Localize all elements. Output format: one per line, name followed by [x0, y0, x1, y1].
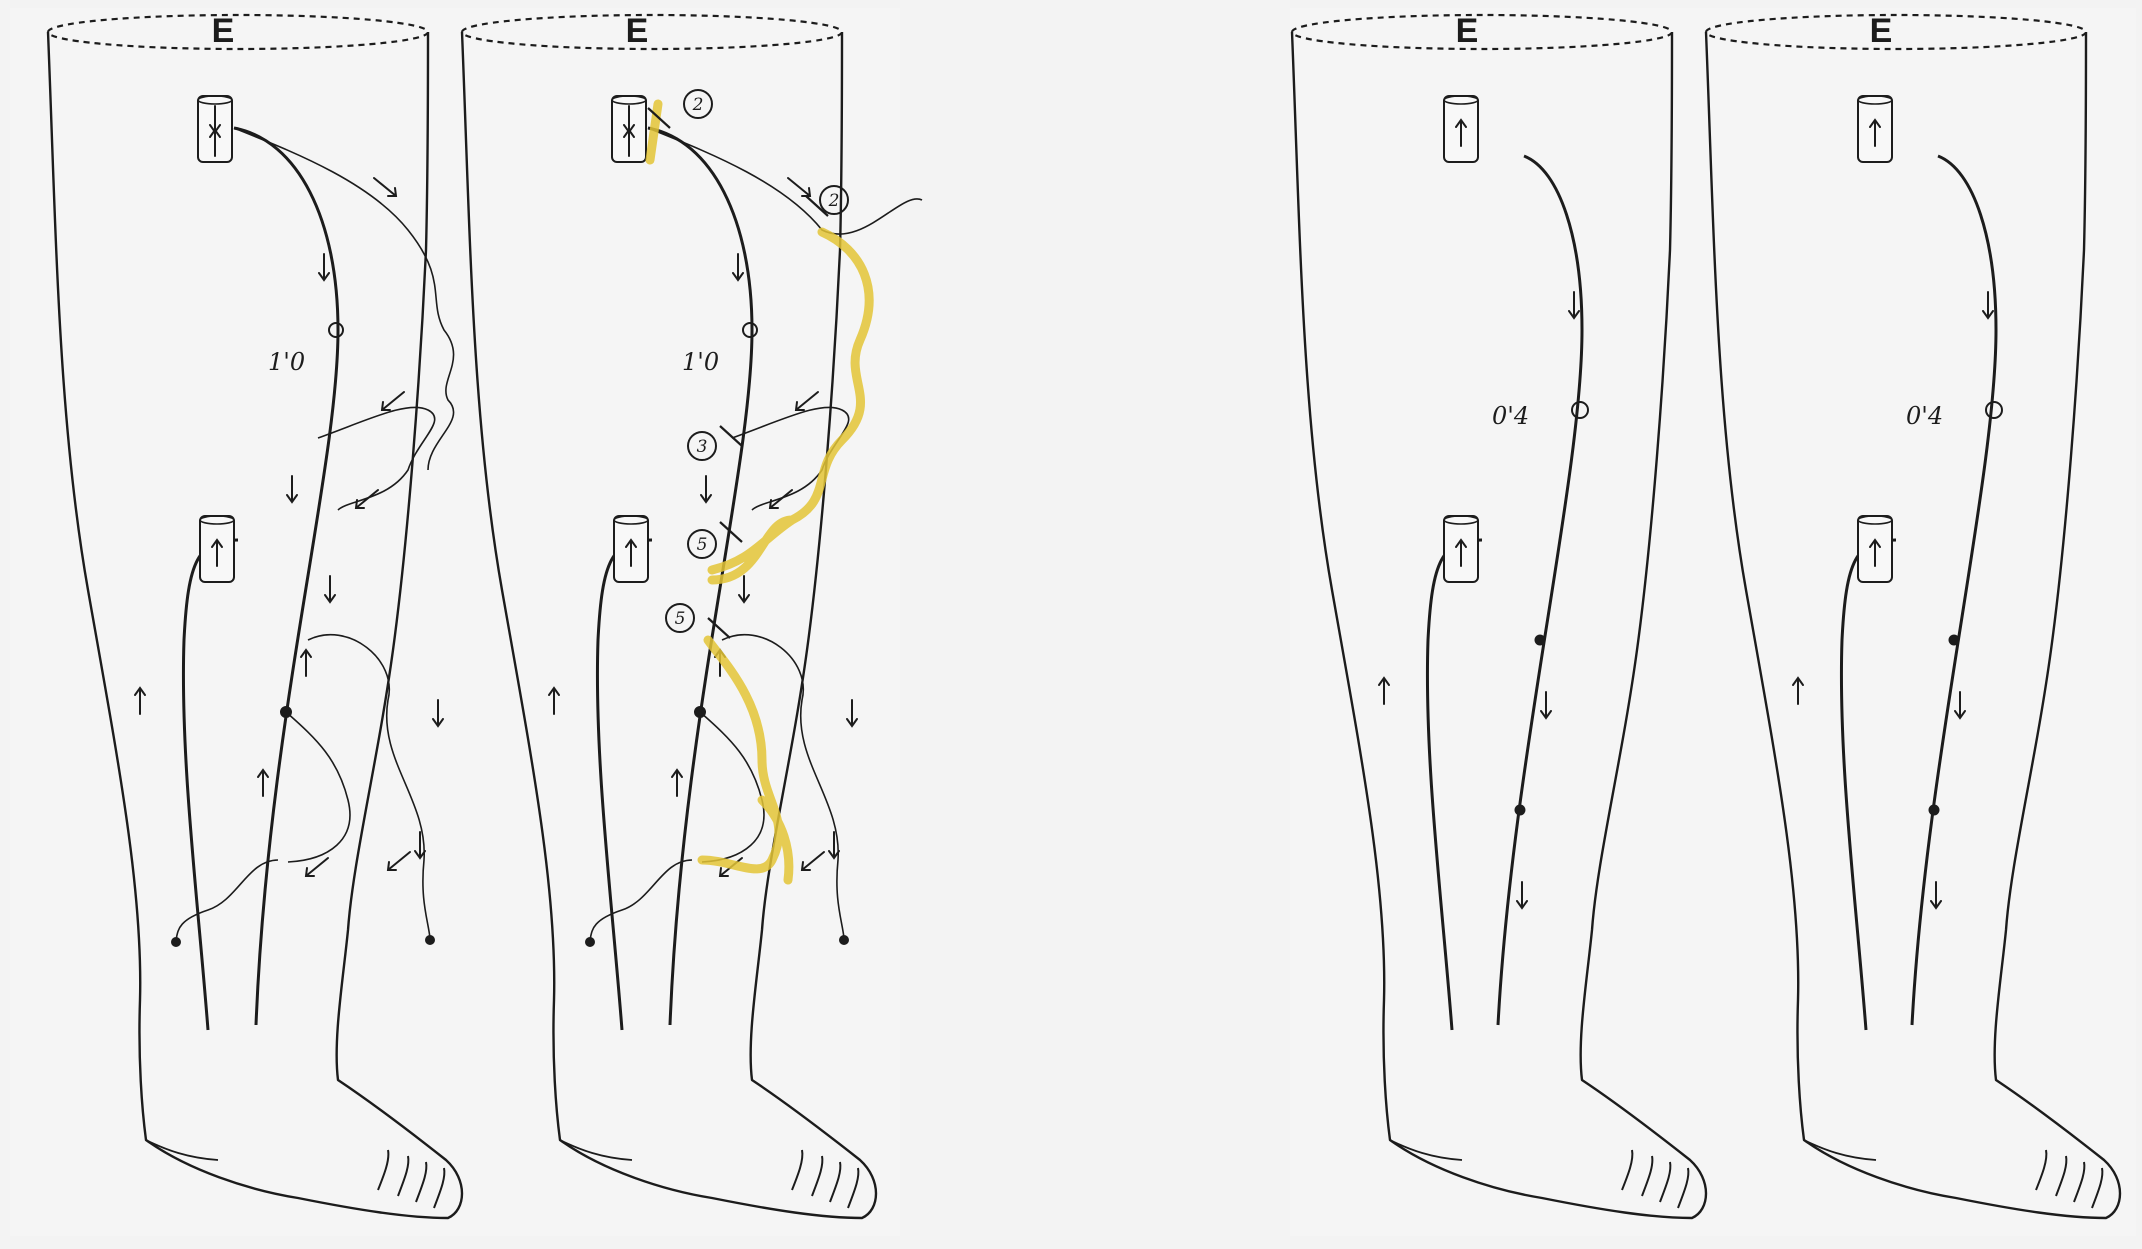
circled-number: 5: [697, 535, 708, 555]
leg-label: E: [626, 12, 649, 50]
leg-label: E: [212, 12, 235, 50]
vein-end-dot: [426, 936, 434, 944]
leg-label: E: [1870, 12, 1893, 50]
probe-cylinder: [612, 96, 646, 162]
probe-cylinder: [1858, 516, 1892, 582]
node-dot: [1536, 636, 1545, 645]
probe-cylinder: [198, 96, 232, 162]
circled-number: 3: [697, 437, 708, 457]
measurement-label: 1'0: [268, 348, 305, 376]
node-dot: [1516, 806, 1525, 815]
circled-number: 5: [675, 609, 686, 629]
leg-label: E: [1456, 12, 1479, 50]
measurement-label: 1'0: [682, 348, 719, 376]
probe-cylinder: [1858, 96, 1892, 162]
vein-end-dot: [172, 938, 180, 946]
vein-end-dot: [586, 938, 594, 946]
circled-number: 2: [692, 95, 704, 115]
probe-cylinder: [614, 516, 648, 582]
circled-number: 2: [828, 191, 840, 211]
probe-cylinder: [1444, 96, 1478, 162]
vein-end-dot: [840, 936, 848, 944]
measurement-label: 0'4: [1492, 402, 1529, 430]
node-dot: [1930, 806, 1939, 815]
probe-cylinder: [200, 516, 234, 582]
left-sheet: [10, 8, 900, 1236]
probe-cylinder: [1444, 516, 1478, 582]
node-dot: [1950, 636, 1959, 645]
measurement-label: 0'4: [1906, 402, 1943, 430]
